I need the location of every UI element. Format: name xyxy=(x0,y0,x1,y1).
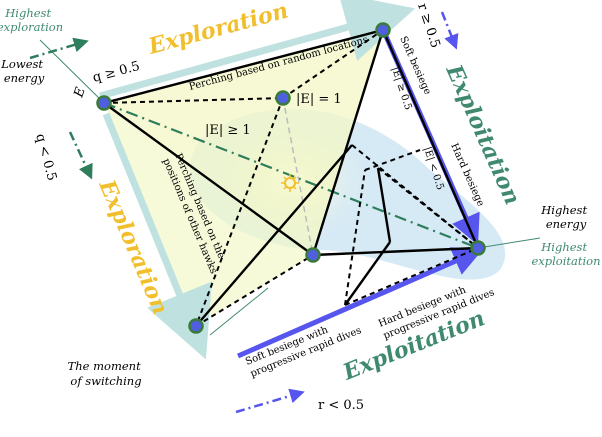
nodes xyxy=(96,22,486,334)
exploitation-bottom-arrow xyxy=(236,247,484,359)
cond-q-ge: q ≥ 0.5 xyxy=(91,59,141,86)
r-lt-arrow xyxy=(235,388,305,414)
phase-exploitation-bottom: Exploitation xyxy=(339,305,489,386)
corner-labels: Highest exploration Lowest energy Highes… xyxy=(0,6,601,388)
r-ge-arrow xyxy=(440,11,459,50)
solid-edges xyxy=(103,28,480,327)
dashed-edges xyxy=(103,29,479,327)
label-lowest-energy: Lowest energy xyxy=(0,57,46,85)
cond-E-eq-1: |E| = 1 xyxy=(296,92,342,107)
condition-arrows xyxy=(29,11,459,414)
label-moment-of-switching: The moment of switching xyxy=(68,359,145,388)
energy-axis-dashdot xyxy=(103,101,479,250)
node-center xyxy=(305,247,321,263)
node-top xyxy=(375,22,391,38)
background-shapes xyxy=(104,30,506,326)
cond-E-ge-1: |E| ≥ 1 xyxy=(205,123,251,138)
exploration-left-arrow xyxy=(102,112,212,360)
upper-triangle xyxy=(104,30,383,255)
exploration-top-arrow xyxy=(99,0,416,100)
label-highest-energy: Highest energy xyxy=(540,203,590,231)
pointer-lines xyxy=(39,39,541,336)
node-upper-mid xyxy=(275,90,291,106)
lower-triangle xyxy=(104,103,313,326)
label-highest-exploitation: Highest exploitation xyxy=(531,240,600,268)
sun-icon xyxy=(281,174,299,192)
q-ge-arrow xyxy=(29,37,89,60)
q-lt-arrow xyxy=(68,131,93,180)
node-lowest-energy xyxy=(96,95,112,111)
node-switching xyxy=(188,318,204,334)
cond-r-lt: r < 0.5 xyxy=(318,398,364,413)
cond-E-corner: E xyxy=(71,85,89,100)
cond-r-ge: r ≥ 0.5 xyxy=(414,2,442,50)
cond-q-lt: q < 0.5 xyxy=(32,132,59,182)
upper-left-dashdot xyxy=(282,97,314,256)
label-highest-exploration: Highest exploration xyxy=(0,6,63,34)
node-highest-energy xyxy=(470,240,486,256)
